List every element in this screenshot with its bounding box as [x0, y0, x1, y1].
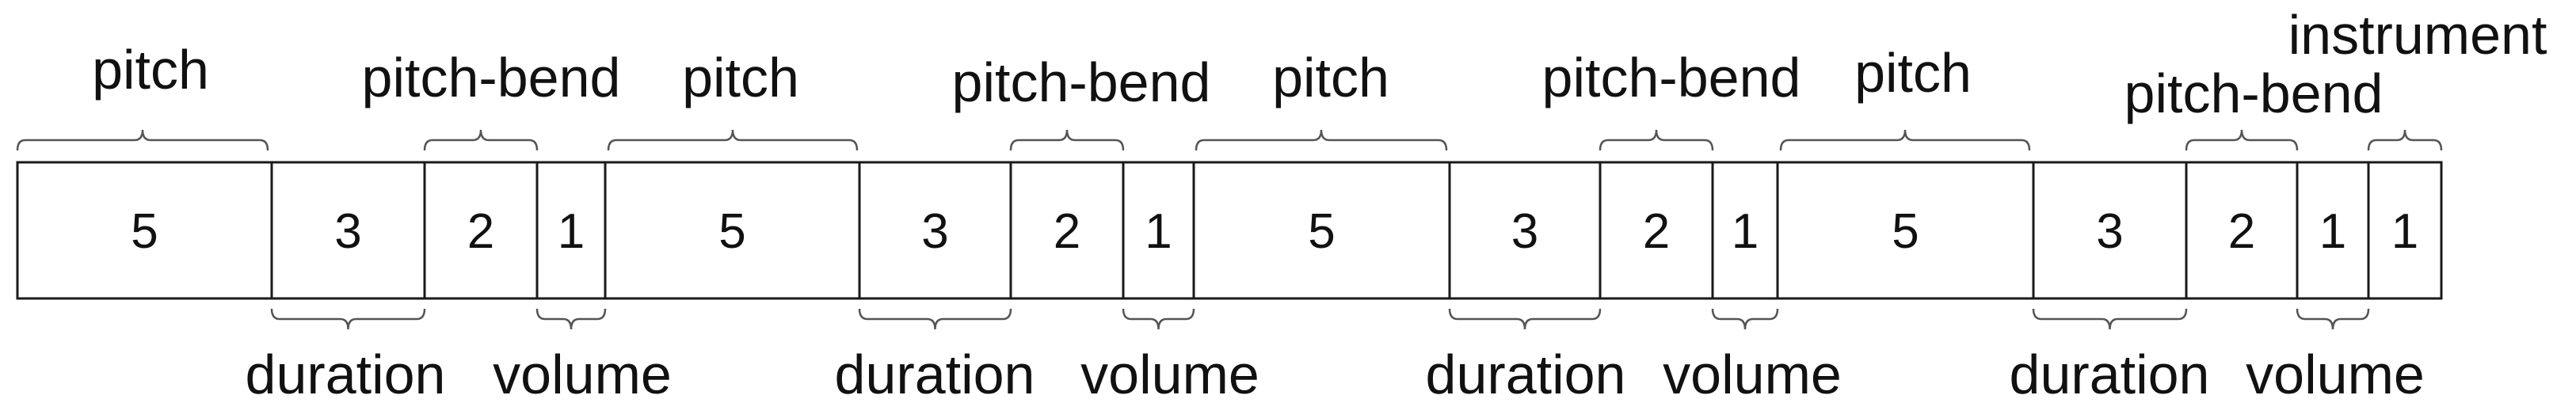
token-cell: [1448, 161, 1602, 300]
token-cell: [16, 161, 273, 300]
bottom-brace: [1711, 308, 1779, 330]
bottom-field-label: volume: [1080, 344, 1259, 405]
top-field-label: pitch-bend: [362, 47, 621, 108]
bottom-field-label: duration: [2010, 344, 2210, 405]
top-field-label: pitch: [1272, 47, 1389, 108]
token-cell: [1711, 161, 1779, 300]
token-cell-size: 2: [2228, 204, 2255, 259]
top-brace: [1009, 129, 1125, 151]
bottom-brace: [2032, 308, 2188, 330]
top-field-label: pitch-bend: [1542, 47, 1801, 108]
token-cell: [1009, 161, 1125, 300]
token-cell: [1122, 161, 1195, 300]
bottom-field-label: duration: [835, 344, 1035, 405]
top-brace: [1195, 129, 1448, 151]
token-cell-size: 5: [1308, 204, 1335, 259]
token-cell-size: 3: [921, 204, 948, 259]
token-cell-size: 1: [2319, 204, 2346, 259]
token-cell: [423, 161, 539, 300]
token-cell: [2367, 161, 2443, 300]
top-field-label: pitch: [682, 47, 799, 108]
top-brace: [2185, 129, 2299, 151]
bottom-field-label: duration: [1426, 344, 1626, 405]
token-cell-size: 3: [334, 204, 361, 259]
token-cell: [604, 161, 861, 300]
bottom-field-label: volume: [493, 344, 672, 405]
bottom-brace: [1122, 308, 1195, 330]
token-cell-size: 1: [1732, 204, 1759, 259]
top-brace: [2367, 129, 2443, 151]
token-cell-size: 3: [1511, 204, 1538, 259]
bottom-brace: [535, 308, 607, 330]
bottom-brace: [2296, 308, 2370, 330]
bottom-brace: [270, 308, 426, 330]
token-cell-size: 2: [467, 204, 494, 259]
token-cell-size: 5: [718, 204, 745, 259]
field-braces: [16, 129, 2443, 330]
token-cell: [270, 161, 426, 300]
top-field-label: pitch-bend: [2124, 63, 2384, 124]
token-cell-size: 5: [131, 204, 158, 259]
token-cell: [2032, 161, 2188, 300]
bottom-field-label: volume: [2246, 344, 2425, 405]
top-brace: [607, 129, 859, 151]
top-brace: [1779, 129, 2031, 151]
token-cell-size: 1: [558, 204, 585, 259]
bottom-field-label: volume: [1663, 344, 1842, 405]
token-cell-size: 2: [1643, 204, 1670, 259]
field-labels: pitch pitch-bend pitch pitch-bend pitch pitch…: [92, 4, 2547, 405]
top-brace: [1599, 129, 1714, 151]
token-cell-size: 1: [2391, 204, 2418, 259]
top-field-label: pitch-bend: [952, 51, 1211, 113]
top-brace: [423, 129, 539, 151]
token-cell: [2296, 161, 2370, 300]
token-cell-size: 1: [1145, 204, 1172, 259]
top-brace: [16, 129, 269, 151]
token-cell-size: 2: [1054, 204, 1080, 259]
top-field-label: pitch: [1854, 42, 1972, 104]
token-cell-size: 3: [2096, 204, 2123, 259]
token-cell: [1776, 161, 2035, 300]
bottom-brace: [1448, 308, 1602, 330]
top-field-label: instrument: [2288, 4, 2547, 66]
token-cell: [1192, 161, 1451, 300]
bottom-brace: [858, 308, 1012, 330]
token-cell: [858, 161, 1012, 300]
token-cell-size: 5: [1892, 204, 1919, 259]
top-field-label: pitch: [92, 39, 209, 101]
bottom-field-label: duration: [246, 344, 446, 405]
